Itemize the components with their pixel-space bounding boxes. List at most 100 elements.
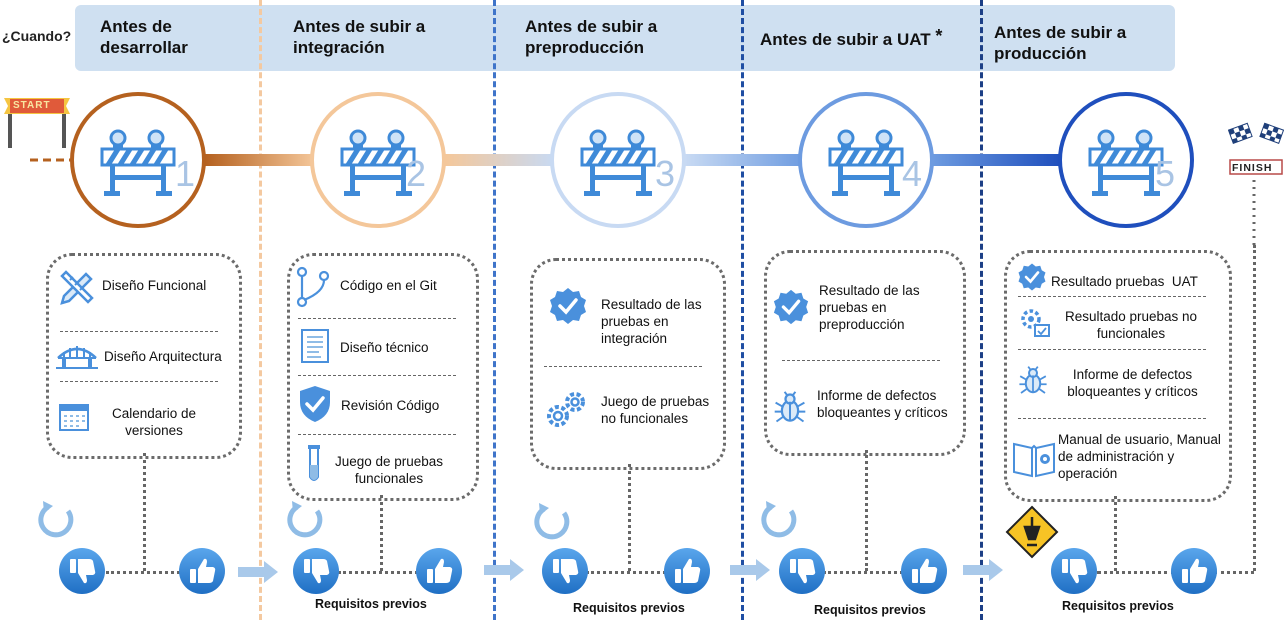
finish-label: FINISH (1232, 162, 1273, 174)
thumbs-up-icon (901, 548, 947, 594)
bridge-icon (56, 346, 98, 369)
stage-title-3: Antes de subir a preproducción (525, 17, 658, 57)
document-icon (301, 329, 329, 363)
thumbs-down-icon (59, 548, 105, 594)
divider (298, 375, 456, 376)
git-branch-icon (296, 266, 330, 308)
connector (338, 571, 418, 574)
separator-3 (741, 0, 744, 620)
divider (298, 434, 456, 435)
track-3-4 (685, 154, 805, 166)
verified-badge-icon (1017, 262, 1047, 292)
connector (380, 495, 383, 571)
divider (60, 331, 218, 332)
refresh-icon (34, 497, 78, 541)
stage-title-1: Antes de desarrollar (100, 17, 188, 57)
verified-badge-icon (772, 288, 810, 326)
progress-track (30, 92, 1256, 245)
connector (628, 464, 631, 571)
start-banner-icon (4, 98, 70, 148)
gears-icon (547, 392, 585, 427)
gear-screen-icon (1021, 309, 1050, 337)
thumbs-down-icon (293, 548, 339, 594)
deliverable-2-4: Juego de pruebas funcionales (334, 454, 444, 486)
connector (1214, 571, 1254, 574)
test-tube-icon (308, 445, 320, 481)
stage-title-2: Antes de subir a integración (293, 17, 426, 57)
deliverable-2-2: Diseño técnico (340, 340, 429, 355)
finish-flag-icon (1228, 122, 1284, 175)
divider (298, 318, 456, 319)
pencil-ruler-icon (60, 270, 94, 305)
shield-check-icon (300, 386, 330, 422)
deliverable-5-1: Resultado pruebas UAT (1051, 274, 1198, 289)
requirements-label-4: Requisitos previos (814, 603, 926, 617)
thumbs-up-icon (416, 548, 462, 594)
deliverable-2-3: Revisión Código (341, 398, 440, 413)
track-1-2 (205, 154, 315, 166)
calendar-icon (59, 404, 89, 431)
deliverable-4-1: Resultado de las pruebas en preproducció… (819, 283, 920, 332)
requirements-label-2: Requisitos previos (315, 597, 427, 611)
thumbs-up-icon (179, 548, 225, 594)
thumbs-down-icon (779, 548, 825, 594)
deliverables-box-2 (287, 253, 479, 501)
thumbs-down-icon (542, 548, 588, 594)
divider (60, 381, 218, 382)
separator-4 (980, 0, 983, 620)
thumbs-up-icon (664, 548, 710, 594)
track-2-3 (445, 154, 555, 166)
arrow-right-icon (238, 561, 278, 583)
connector (1253, 245, 1256, 571)
stage-title-4: Antes de subir a UAT * (760, 26, 980, 50)
when-label: ¿Cuando? (2, 28, 72, 44)
arrow-right-icon (730, 559, 770, 581)
requirements-label-3: Requisitos previos (573, 601, 685, 615)
deliverable-3-1: Resultado de las pruebas en integración (601, 297, 702, 346)
divider (544, 366, 702, 367)
deliverable-1-2: Diseño Arquitectura (104, 349, 222, 364)
bug-icon (773, 390, 807, 423)
thumbs-up-icon (1171, 548, 1217, 594)
deliverables-box-5 (1004, 250, 1232, 502)
start-label: START (13, 100, 51, 111)
deliverable-1-1: Diseño Funcional (102, 278, 207, 293)
deliverable-2-1: Código en el Git (340, 278, 437, 293)
divider (1018, 296, 1206, 297)
deliverable-1-3: Calendario de versiones (111, 406, 197, 438)
thumbs-down-icon (1051, 548, 1097, 594)
verified-badge-icon (548, 286, 588, 326)
divider (1018, 349, 1206, 350)
deliverable-5-3: Informe de defectos bloqueantes y crític… (1067, 367, 1198, 399)
divider (1018, 418, 1206, 419)
connector (865, 450, 868, 571)
arrow-right-icon (963, 559, 1003, 581)
stage-title-5: Antes de subir a producción (994, 23, 1127, 63)
refresh-icon (530, 499, 574, 543)
deliverable-5-4: Manual de usuario, Manual de administrac… (1058, 432, 1221, 481)
stage-number-4: 4 (902, 153, 923, 194)
track-4-5 (932, 154, 1060, 166)
stage-title-4-text: Antes de subir a UAT (760, 30, 931, 49)
manual-book-icon (1013, 442, 1055, 478)
stage-number-1: 1 (175, 153, 196, 194)
connector (106, 571, 180, 574)
deliverable-4-2: Informe de defectos bloqueantes y crític… (817, 388, 948, 420)
refresh-icon (283, 497, 327, 541)
stage-number-5: 5 (1155, 153, 1176, 194)
header-bar (75, 5, 1175, 71)
connector (143, 453, 146, 571)
arrow-right-icon (484, 559, 524, 581)
deliverable-5-2: Resultado pruebas no funcionales (1064, 309, 1198, 341)
separator-1 (259, 0, 262, 620)
warning-sign-icon (1005, 505, 1059, 559)
deliverable-3-2: Juego de pruebas no funcionales (601, 394, 710, 426)
stage-number-2: 2 (406, 153, 427, 194)
bug-icon (1018, 365, 1048, 394)
connector (1097, 571, 1175, 574)
connector (586, 571, 666, 574)
separator-2 (493, 0, 496, 620)
connector (1114, 496, 1117, 571)
refresh-icon (757, 497, 801, 541)
connector (823, 571, 903, 574)
